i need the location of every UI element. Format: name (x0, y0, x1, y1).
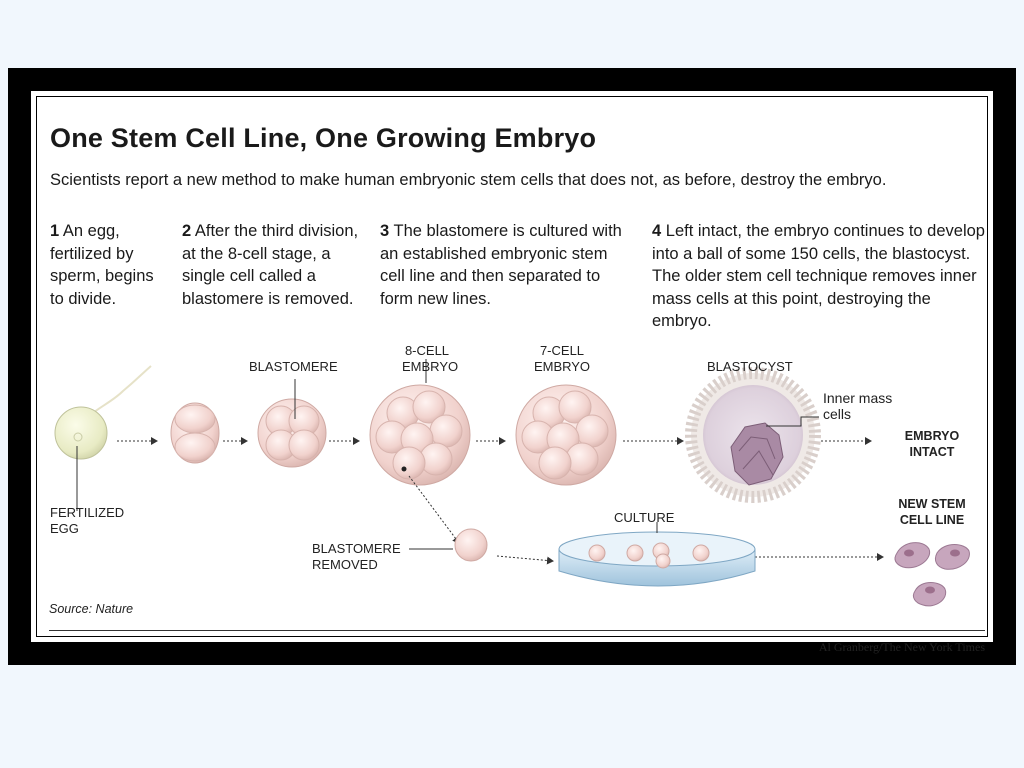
label-embryo-intact-line2: INTACT (909, 445, 955, 459)
step-4-text: Left intact, the embryo continues to dev… (652, 222, 985, 330)
label-seven-cell-line2: EMBRYO (533, 359, 591, 374)
embryo-diagram (54, 359, 970, 607)
step-2: 2 After the third division, at the 8-cel… (182, 220, 362, 310)
label-eight-cell-line2: EMBRYO (402, 359, 459, 374)
graphic-title: One Stem Cell Line, One Growing Embryo (50, 123, 597, 153)
slide-frame: One Stem Cell Line, One Growing Embryo S… (8, 68, 1016, 665)
label-eight-cell: 8-CELL EMBRYO (402, 343, 459, 375)
credit-line: Al Granberg/The New York Times (818, 640, 985, 654)
two-cell-embryo (170, 402, 220, 464)
label-fertilized-egg-line1: FERTILIZED (50, 505, 125, 520)
label-new-stem-line1: NEW STEM (898, 497, 966, 511)
label-blastocyst: BLASTOCYST (707, 359, 793, 374)
step-2-number: 2 (182, 222, 192, 240)
label-fertilized-egg: FERTILIZED EGG (50, 505, 124, 537)
step-4-number: 4 (652, 222, 662, 240)
label-new-stem-cell-line: NEW STEM CELL LINE (889, 496, 975, 528)
label-inner-mass-line1: Inner mass (823, 390, 893, 406)
label-new-stem-line2: CELL LINE (899, 513, 965, 527)
graphic-subtitle: Scientists report a new method to make h… (50, 171, 887, 189)
step-3: 3 The blastomere is cultured with an est… (380, 220, 625, 310)
label-blastomere-removed-line1: BLASTOMERE (312, 541, 401, 556)
seven-cell-embryo (515, 384, 617, 486)
label-inner-mass: Inner mass cells (823, 390, 892, 422)
label-embryo-intact-line1: EMBRYO (904, 429, 960, 443)
label-blastomere-removed-line2: REMOVED (312, 557, 378, 572)
label-blastomere: BLASTOMERE (249, 359, 338, 374)
label-inner-mass-line2: cells (823, 406, 852, 422)
label-seven-cell: 7-CELL EMBRYO (530, 343, 594, 375)
step-3-text: The blastomere is cultured with an estab… (380, 222, 622, 308)
removed-blastomere (409, 528, 488, 562)
step-2-text: After the third division, at the 8-cell … (182, 222, 359, 308)
progress-arrows (117, 437, 884, 565)
stem-cells (894, 542, 970, 607)
eight-cell-embryo (369, 359, 471, 486)
label-blastomere-removed: BLASTOMERE REMOVED (312, 541, 401, 573)
source-note: Source: Nature (49, 602, 134, 616)
blastocyst (685, 367, 821, 503)
step-1: 1 An egg, fertilized by sperm, begins to… (50, 220, 160, 310)
step-4: 4 Left intact, the embryo continues to d… (652, 220, 992, 333)
footer-rule (49, 630, 985, 631)
culture-dish (558, 522, 756, 587)
four-cell-embryo (257, 379, 327, 468)
fertilized-egg (54, 365, 152, 511)
label-embryo-intact: EMBRYO INTACT (897, 428, 967, 460)
label-eight-cell-line1: 8-CELL (404, 343, 450, 358)
label-fertilized-egg-line2: EGG (50, 521, 79, 536)
label-culture: CULTURE (614, 510, 675, 525)
step-1-number: 1 (50, 222, 60, 240)
step-1-text: An egg, fertilized by sperm, begins to d… (50, 222, 154, 308)
graphic-panel: One Stem Cell Line, One Growing Embryo S… (28, 88, 996, 654)
label-seven-cell-line1: 7-CELL (539, 343, 585, 358)
graphic-border (36, 96, 988, 637)
step-3-number: 3 (380, 222, 390, 240)
